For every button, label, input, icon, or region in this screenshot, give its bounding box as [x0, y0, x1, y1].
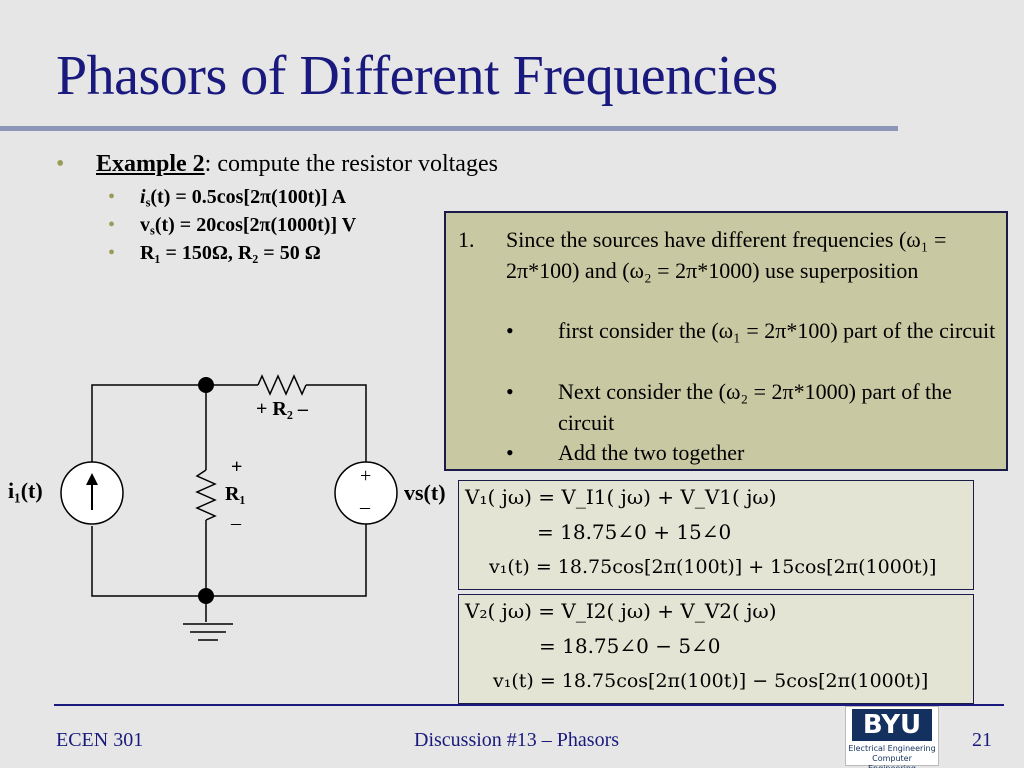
- page-number: 21: [972, 729, 992, 751]
- is-subscript: s: [145, 195, 151, 210]
- slide-title: Phasors of Different Frequencies: [56, 45, 778, 107]
- equation-line: v₁(t) = 18.75cos[2π(100t)] + 15cos[2π(10…: [489, 556, 937, 578]
- current-source-label: i₁(t): [8, 478, 43, 503]
- node-top: [198, 377, 214, 393]
- r2-label: + R₂ –: [256, 398, 308, 420]
- bullet-dot: •: [56, 151, 65, 177]
- note-item-text: Next consider the (ω₂ = 2π*1000) part of…: [558, 379, 952, 435]
- vs-plus: +: [360, 465, 372, 487]
- equation-line: V₁( jω) = V_I1( jω) + V_V1( jω): [465, 485, 777, 509]
- circuit-diagram: [60, 374, 398, 641]
- bullet-dot: •: [506, 379, 514, 404]
- sub-bullet-vs: • vs(t) = 20cos[2π(1000t)] V: [108, 214, 356, 242]
- note-item-text: first consider the (ω₁ = 2π*100) part of…: [558, 318, 996, 343]
- voltage-source: [334, 461, 398, 525]
- resistor-r2: [257, 374, 307, 396]
- wire-r2-right: [306, 384, 367, 462]
- main-bullet: • Example 2: compute the resistor voltage…: [56, 151, 498, 178]
- byu-logo: BYU Electrical Engineering Computer Engi…: [845, 706, 939, 768]
- superposition-note-box: 1. Since the sources have different freq…: [444, 211, 1008, 471]
- equation-line: = 18.75∠0 − 5∠0: [539, 634, 721, 658]
- vs-expression: (t) = 20cos[2π(1000t)] V: [154, 214, 357, 236]
- title-underline: [0, 126, 898, 131]
- is-symbol: i: [140, 186, 146, 208]
- footer-course: ECEN 301: [56, 729, 144, 751]
- note-number: 1.: [458, 227, 475, 252]
- is-expression: (t) = 0.5cos[2π(100t)] A: [150, 186, 347, 208]
- node-bottom: [198, 588, 214, 604]
- bullet-dot: •: [108, 242, 116, 264]
- bullet-dot: •: [108, 214, 116, 236]
- logo-dept-line-1: Electrical Engineering: [848, 744, 936, 753]
- wire-left-bottom: [91, 524, 367, 597]
- vs-minus: –: [360, 496, 370, 518]
- resistor-r1: [195, 469, 217, 521]
- equation-line: = 18.75∠0 + 15∠0: [537, 520, 732, 544]
- bullet-dot: •: [108, 186, 116, 208]
- sub-bullet-list: •is(t) = 0.5cos[2π(100t)] A •vs(t) = 20c…: [108, 186, 356, 270]
- footer-title: Discussion #13 – Phasors: [414, 729, 620, 751]
- equation-line: V₂( jω) = V_I2( jω) + V_V2( jω): [465, 599, 777, 623]
- equation-box-1: V₁( jω) = V_I1( jω) + V_V1( jω) = 18.75∠…: [458, 480, 974, 590]
- vs-symbol: v: [140, 214, 150, 236]
- footer-rule: [54, 704, 1004, 706]
- resistor-values: R₁ = 150Ω, R₂ = 50 Ω: [140, 242, 321, 264]
- sub-bullet-resistors: • R₁ = 150Ω, R₂ = 50 Ω: [108, 242, 356, 270]
- bullet-dot: •: [506, 318, 514, 343]
- sub-bullet-is: • is(t) = 0.5cos[2π(100t)] A: [108, 186, 356, 214]
- bullet-dot: •: [506, 440, 514, 465]
- logo-dept-line-2: Computer Engineering: [868, 754, 916, 768]
- vs-subscript: s: [150, 223, 155, 238]
- current-arrow-head: [86, 473, 98, 485]
- example-text: : compute the resistor voltages: [204, 151, 498, 177]
- voltage-source-label: vs(t): [404, 480, 446, 505]
- note-intro: Since the sources have different frequen…: [506, 227, 947, 283]
- equation-box-2: V₂( jω) = V_I2( jω) + V_V2( jω) = 18.75∠…: [458, 594, 974, 704]
- logo-wordmark: BYU: [852, 709, 932, 741]
- r1-label: R₁: [225, 483, 246, 505]
- r1-minus: –: [231, 512, 241, 534]
- logo-department: Electrical Engineering Computer Engineer…: [848, 744, 936, 768]
- wire-left-top: [91, 384, 206, 493]
- r1-plus: +: [231, 456, 243, 478]
- note-item-text: Add the two together: [558, 440, 745, 465]
- equation-line: v₁(t) = 18.75cos[2π(100t)] − 5cos[2π(100…: [493, 670, 929, 692]
- example-heading: Example 2: [96, 151, 205, 177]
